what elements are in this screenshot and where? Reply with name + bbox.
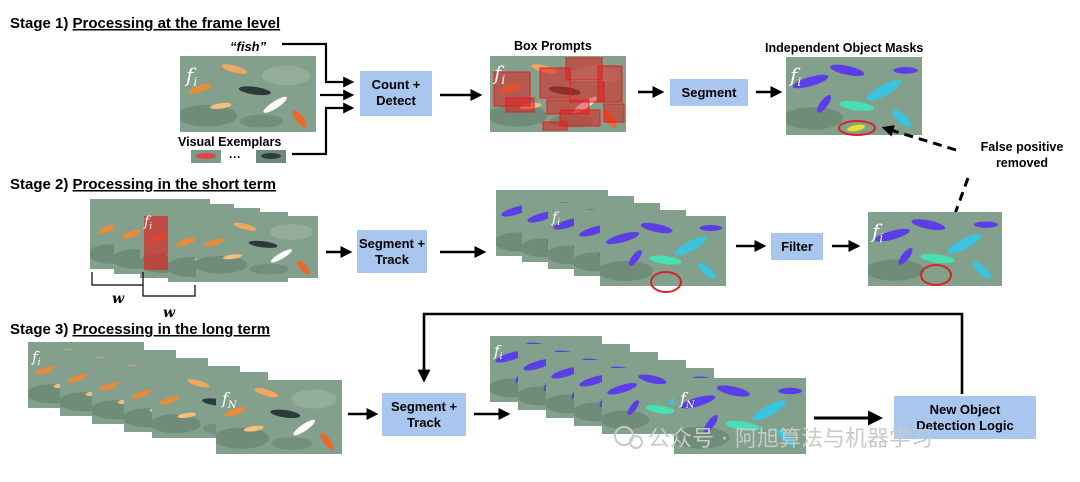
stage-1-title: Processing at the frame level [73, 15, 281, 32]
segment-box: Segment [670, 79, 748, 106]
svg-text:fN: fN [679, 389, 696, 411]
false-positive-label-2: removed [996, 156, 1048, 170]
stage2-filtered-frame: fi [868, 212, 1002, 286]
window-bracket-1 [91, 272, 144, 286]
exemplar-ellipsis: ··· [229, 150, 241, 164]
svg-text:Filter: Filter [781, 239, 813, 254]
svg-text:New Object: New Object [930, 402, 1001, 417]
filter-box: Filter [771, 233, 823, 260]
segment-track-box: Segment + Track [357, 230, 427, 273]
false-positive-label-1: False positive [981, 140, 1064, 154]
stage-3-title: Processing in the long term [73, 321, 271, 338]
svg-text:fi: fi [143, 214, 152, 232]
text-prompt-arrow [282, 42, 355, 88]
fp-arrow-up [881, 125, 957, 152]
count-detect-box: Count + Detect [360, 71, 432, 116]
svg-text:Segment: Segment [682, 85, 738, 100]
stage-1-prefix: Stage 1) [10, 15, 73, 32]
stage-1-label: Stage 1) Processing at the frame level [10, 15, 280, 32]
svg-text:Segment +: Segment + [359, 236, 426, 251]
svg-text:fi: fi [31, 348, 41, 368]
stage1-input-frame: fi [180, 56, 316, 132]
stage3-frame-stack: fi fN [28, 342, 342, 454]
svg-text:Detect: Detect [376, 93, 416, 108]
window-label-1: w [112, 291, 125, 307]
watermark-text: 公众号 · 阿旭算法与机器学习 [648, 427, 933, 452]
stage2-frame-stack: fi [90, 199, 318, 282]
svg-text:fN: fN [221, 389, 238, 411]
new-object-detection-box: New Object Detection Logic [894, 396, 1036, 439]
svg-text:fi: fi [493, 342, 503, 362]
segment-track-box-stage3: Segment + Track [382, 393, 466, 436]
stage2-tracked-stack: fi [496, 190, 726, 293]
svg-text:Track: Track [375, 252, 410, 267]
svg-text:Count +: Count + [372, 77, 421, 92]
stage-3-prefix: Stage 3) [10, 321, 73, 338]
independent-masks-label: Independent Object Masks [765, 41, 923, 55]
stage3-tracked-stack: fi fN [490, 336, 806, 454]
exemplar-thumbnails: ··· [191, 150, 286, 164]
false-positive-circle-2 [650, 271, 682, 293]
window-bracket-2 [142, 285, 196, 297]
svg-text:Detection Logic: Detection Logic [916, 418, 1014, 433]
exemplar-arrow [292, 102, 355, 156]
false-positive-circle-1 [838, 120, 876, 136]
text-prompt: “fish” [230, 39, 267, 54]
box-prompts-label: Box Prompts [514, 39, 592, 53]
stage-2-title: Processing in the short term [73, 176, 276, 193]
feedback-loop-arrow [417, 312, 964, 394]
window-label-2: w [163, 305, 176, 321]
svg-text:Segment +: Segment + [391, 399, 458, 414]
svg-text:fi: fi [551, 210, 560, 228]
fp-arrow-down [941, 177, 970, 247]
watermark: 公众号 · 阿旭算法与机器学习 [614, 426, 933, 452]
box-prompts-frame: fi [490, 56, 626, 132]
stage-2-label: Stage 2) Processing in the short term [10, 176, 276, 193]
false-positive-circle-3 [920, 264, 952, 286]
independent-masks-frame: fi [786, 57, 922, 136]
visual-exemplars-label: Visual Exemplars [178, 135, 281, 149]
svg-text:Track: Track [407, 415, 442, 430]
stage-2-prefix: Stage 2) [10, 176, 73, 193]
stage-3-label: Stage 3) Processing in the long term [10, 321, 270, 338]
